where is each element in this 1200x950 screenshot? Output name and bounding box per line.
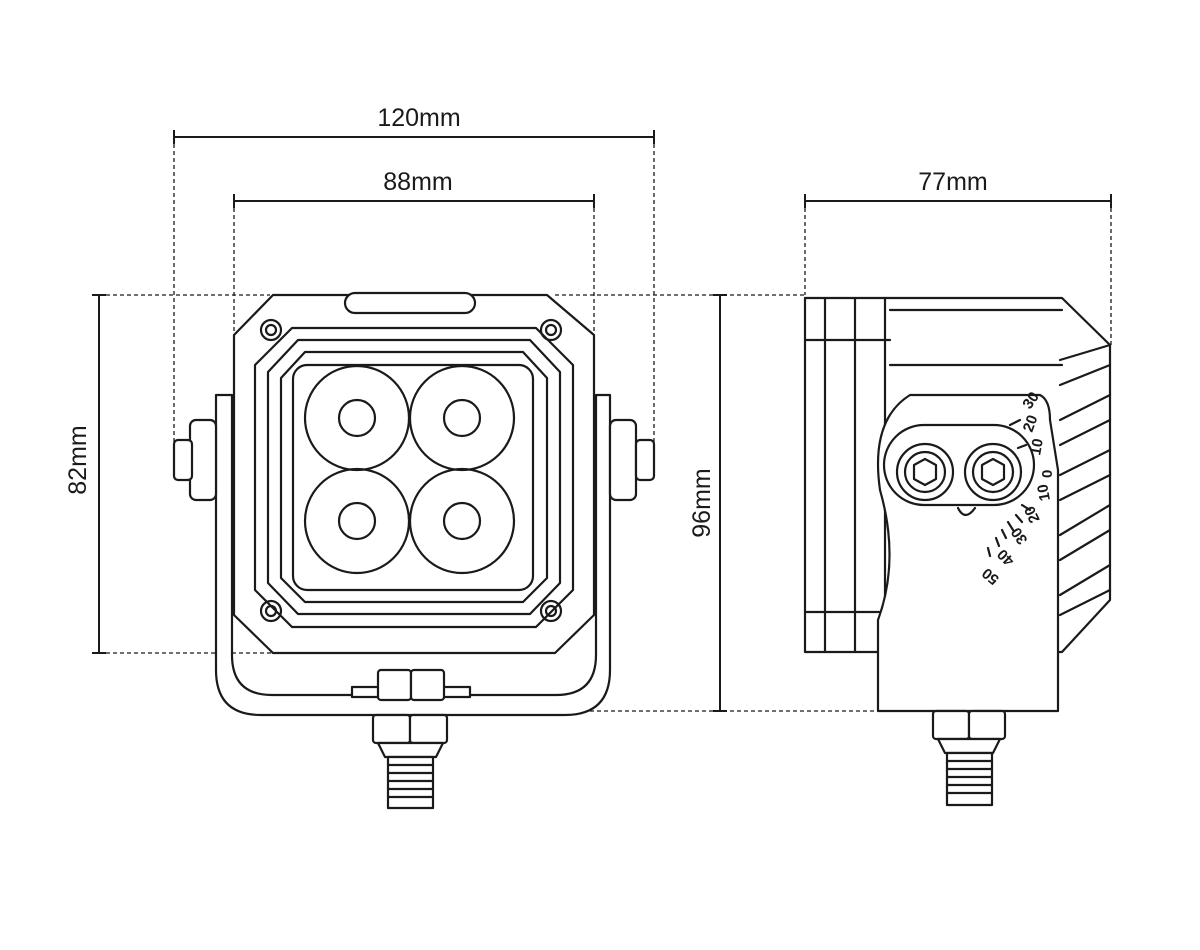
dimension-housing-height: 82mm [64,294,300,654]
label-77mm: 77mm [918,168,987,196]
dimension-depth: 77mm [804,168,1112,345]
connector [371,713,449,810]
angle-label: 10 [1027,437,1047,456]
bolt-right [963,442,1023,502]
bolt-left [895,442,955,502]
housing [232,293,596,655]
front-view [172,291,656,810]
angle-label: 10 [1034,483,1054,502]
mounting-bracket [214,393,612,717]
label-82mm: 82mm [64,425,92,494]
top-slot [343,291,477,315]
side-knob-left [172,418,218,502]
led-lenses [303,364,516,575]
bolt-nut [350,668,472,702]
angle-label: 20 [1020,413,1042,434]
label-88mm: 88mm [383,168,452,196]
dimension-mount-width: 88mm [233,168,595,335]
label-120mm: 120mm [377,104,460,132]
side-knob-right [608,418,656,502]
cooling-fins [1058,343,1112,617]
lens-frame [291,363,535,592]
led-lens [408,467,516,575]
side-connector [931,709,1007,807]
dimension-total-height: 96mm [555,294,880,712]
adjust-slot [882,423,1036,507]
side-view: 30 20 10 0 10 20 30 40 50 [803,296,1112,807]
angle-label: 0 [1039,470,1056,478]
screws [259,318,563,623]
label-96mm: 96mm [688,468,716,537]
angle-label: 30 [1019,389,1042,412]
